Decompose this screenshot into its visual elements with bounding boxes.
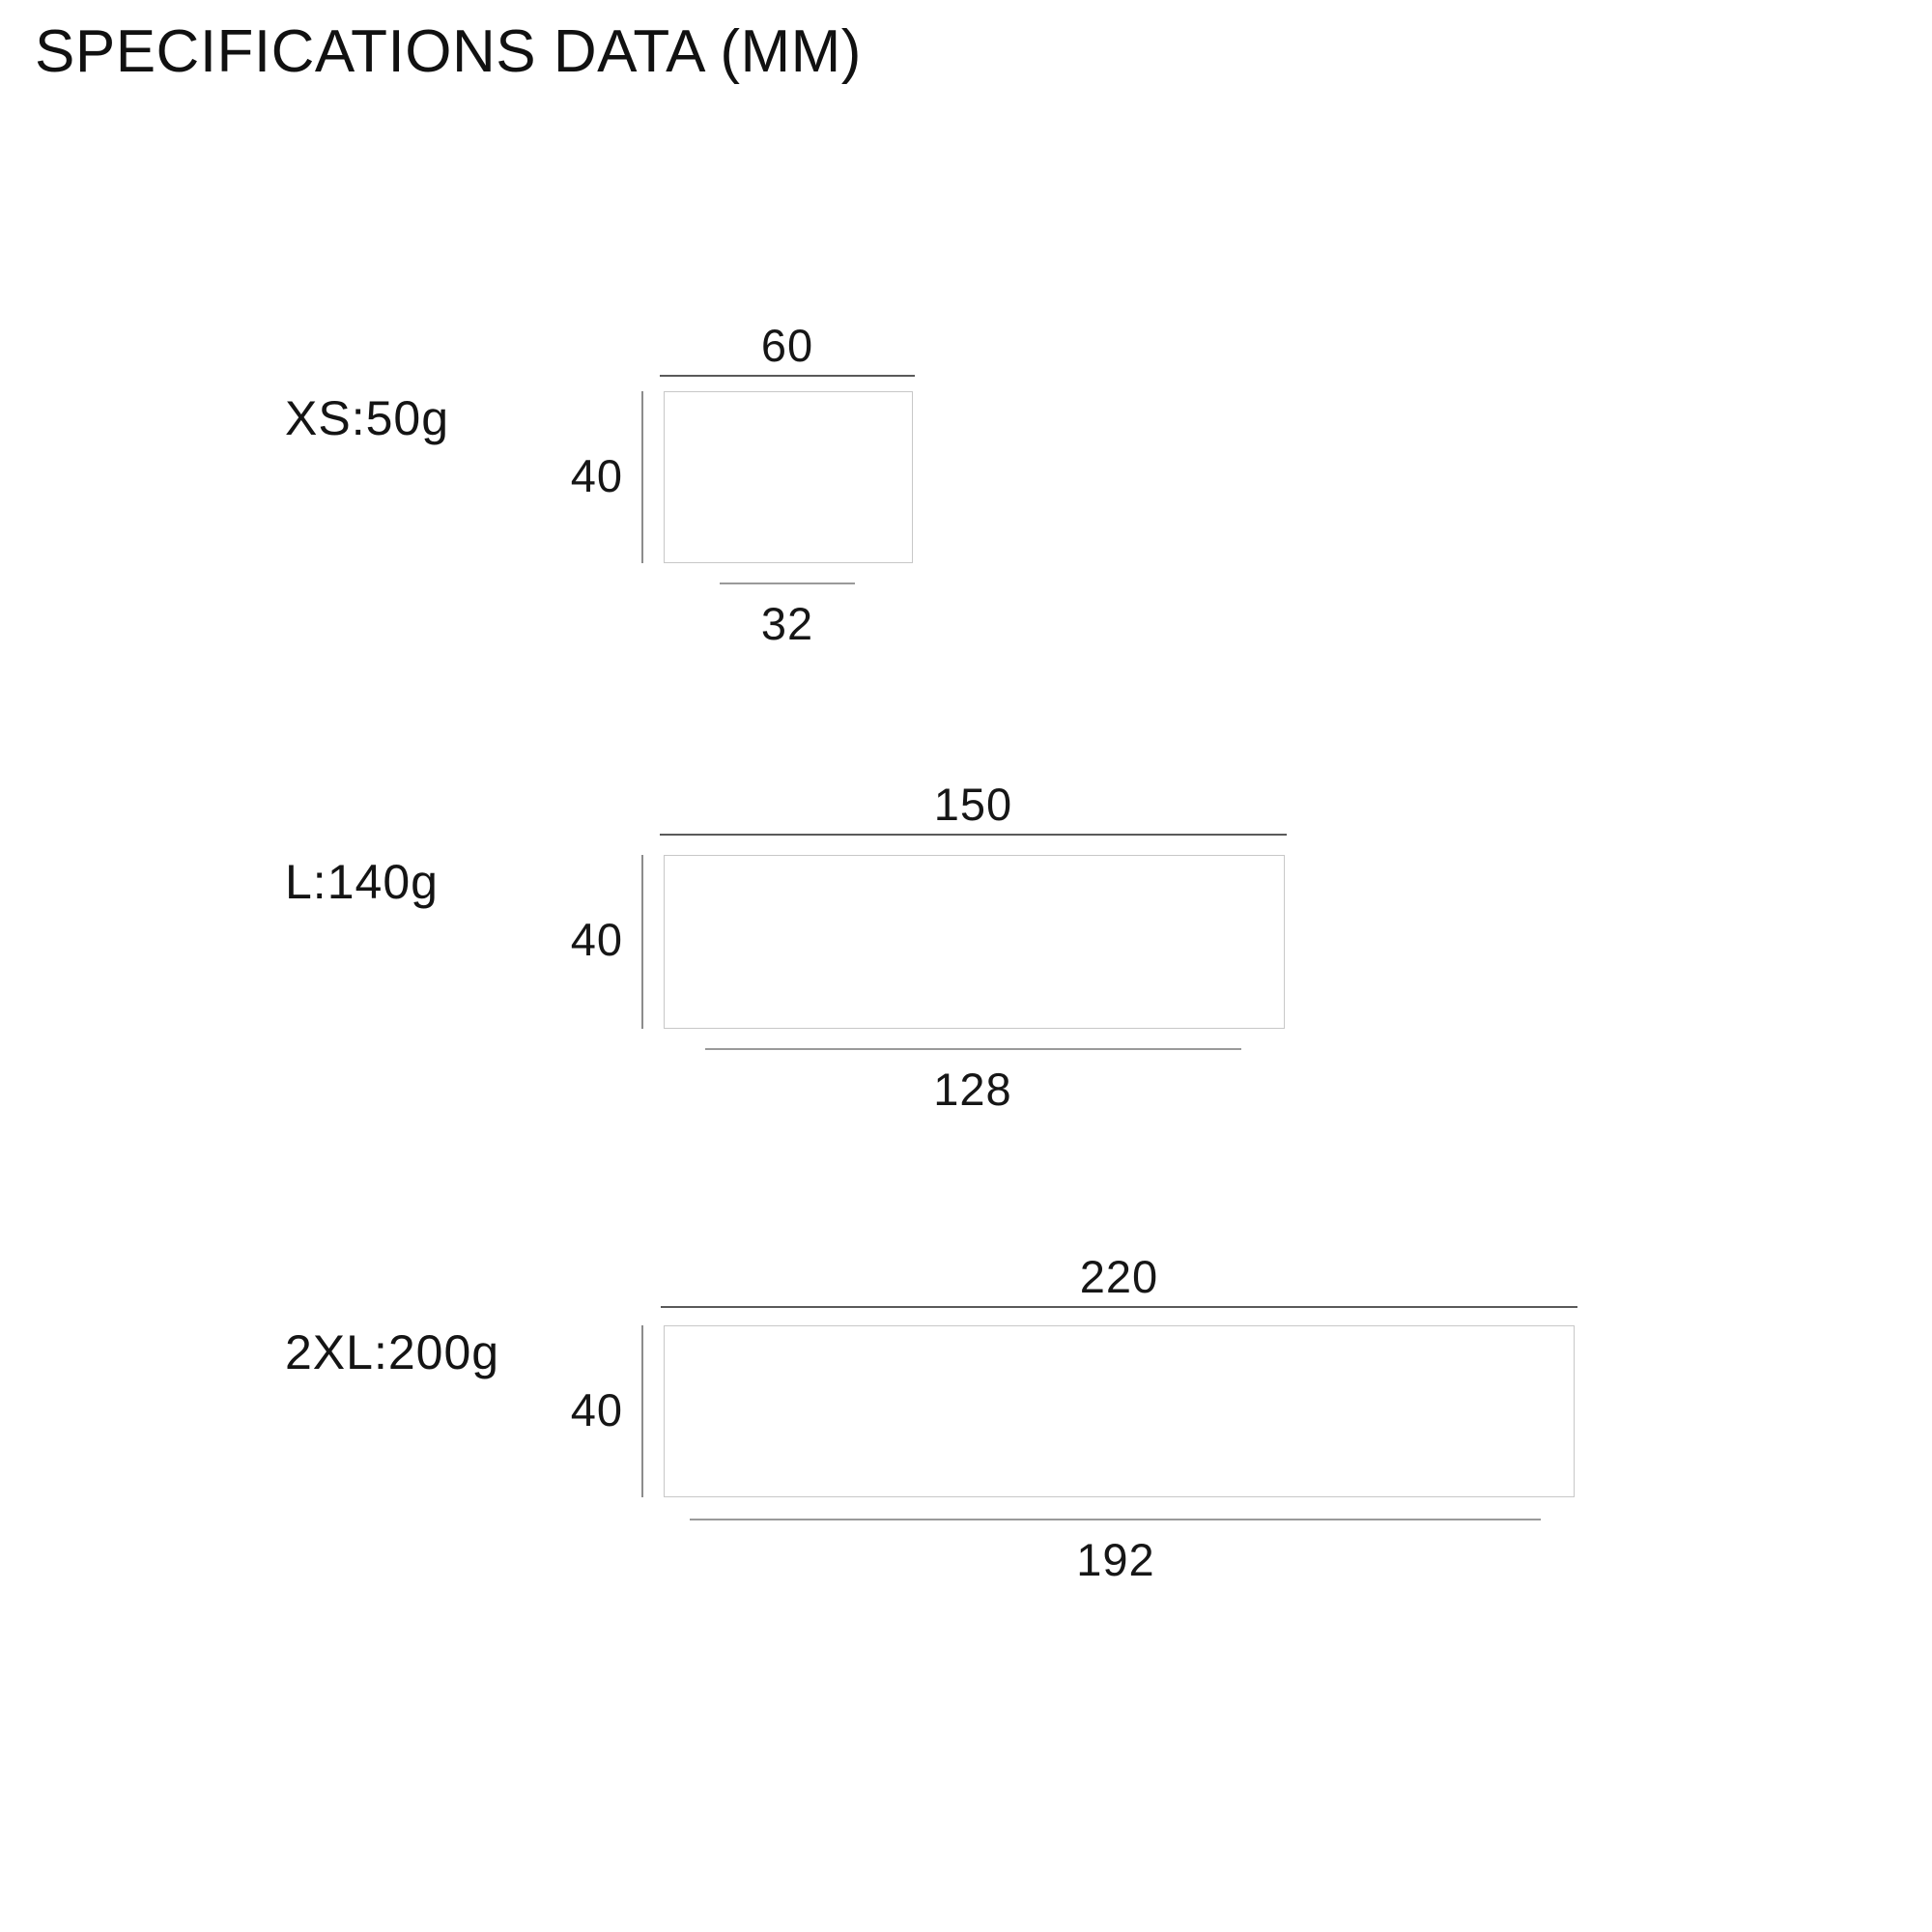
bottom-dimension-value-2xl: 192 xyxy=(1076,1534,1155,1585)
size-label-xs: XS:50g xyxy=(285,391,450,445)
side-dimension-value-l: 40 xyxy=(570,914,623,965)
top-dimension-value-xs: 60 xyxy=(760,320,814,371)
side-dimension-value-xs: 40 xyxy=(570,450,623,501)
size-label-2xl: 2XL:200g xyxy=(285,1325,500,1379)
product-rect-xs xyxy=(664,391,913,563)
side-dimension-line-xs xyxy=(641,391,643,563)
top-dimension-line-2xl xyxy=(661,1306,1577,1308)
top-dimension-value-l: 150 xyxy=(933,779,1013,830)
bottom-dimension-line-2xl xyxy=(690,1519,1541,1520)
side-dimension-line-2xl xyxy=(641,1325,643,1497)
top-dimension-value-2xl: 220 xyxy=(1079,1251,1159,1302)
top-dimension-line-xs xyxy=(660,375,915,377)
bottom-dimension-value-xs: 32 xyxy=(760,598,814,649)
bottom-dimension-line-xs xyxy=(720,582,855,584)
product-rect-2xl xyxy=(664,1325,1575,1497)
page-title: SPECIFICATIONS DATA (MM) xyxy=(35,18,862,85)
size-label-l: L:140g xyxy=(285,855,439,909)
product-rect-l xyxy=(664,855,1285,1029)
top-dimension-line-l xyxy=(660,834,1287,836)
side-dimension-value-2xl: 40 xyxy=(570,1384,623,1435)
bottom-dimension-value-l: 128 xyxy=(933,1064,1012,1115)
side-dimension-line-l xyxy=(641,855,643,1029)
bottom-dimension-line-l xyxy=(705,1048,1241,1050)
